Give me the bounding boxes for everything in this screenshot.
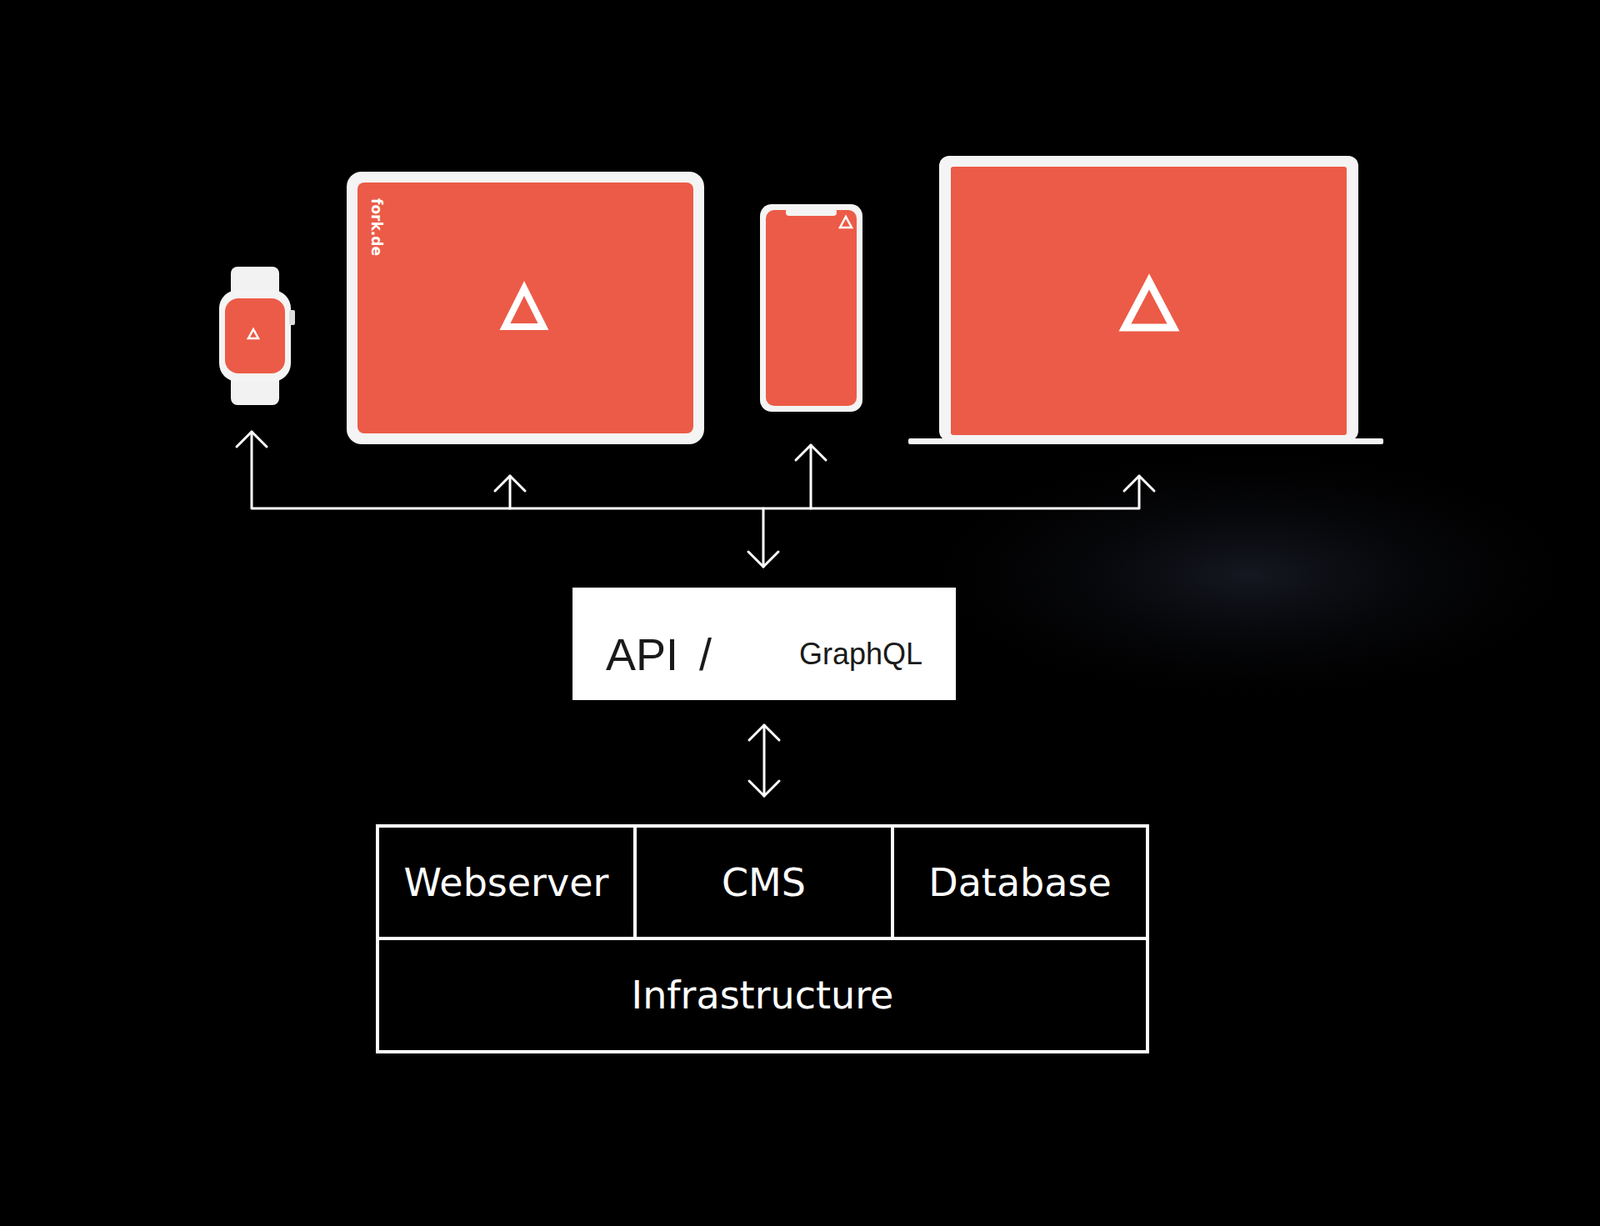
node-text: Database: [928, 860, 1112, 905]
node-text: GraphQL: [799, 639, 923, 670]
shadow-glow: [883, 433, 1600, 717]
node-text: CMS: [721, 860, 806, 905]
brand-label: fork.de: [368, 198, 385, 256]
phone-icon: [760, 204, 863, 412]
stack-cell: Database: [890, 824, 1150, 940]
watch-icon: [219, 266, 295, 405]
node-text: Infrastructure: [631, 972, 895, 1018]
node-text: API: [605, 631, 679, 677]
stack-cell: CMS: [633, 824, 895, 940]
laptop-icon: [908, 155, 1384, 445]
tablet-icon: [346, 171, 705, 445]
connector-arrow: [749, 725, 780, 796]
node-text: /: [699, 631, 712, 677]
distribution-wires: [236, 431, 1155, 567]
stack-band: Infrastructure: [375, 936, 1150, 1054]
node-text: Webserver: [404, 860, 610, 905]
stack-cell: Webserver: [375, 824, 637, 940]
api-box: API / GraphQL: [572, 587, 956, 700]
